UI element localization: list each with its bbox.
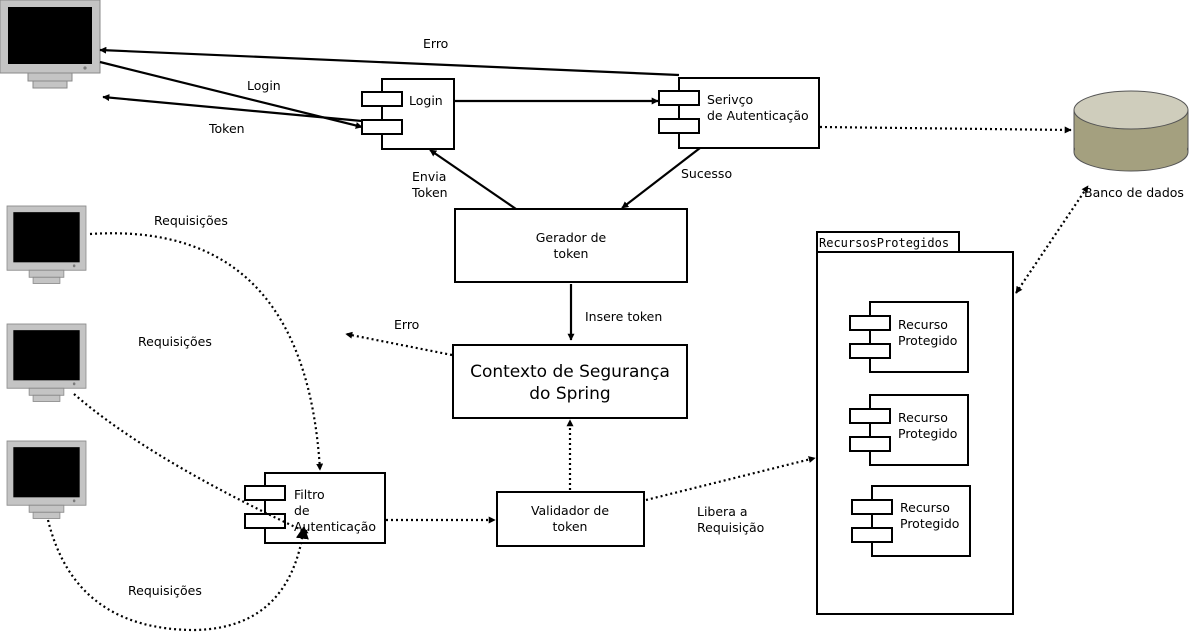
computer-monitor-icon bbox=[0, 0, 101, 89]
client-monitor-1 bbox=[0, 0, 101, 89]
edge-libera-requisicao bbox=[645, 456, 816, 502]
uml-component-icon bbox=[849, 315, 891, 359]
erro-top-label: Erro bbox=[423, 36, 448, 51]
token-validator-box: Validador de token bbox=[496, 491, 645, 547]
protected-resource-2: Recurso Protegido bbox=[849, 394, 969, 466]
client-monitor-4 bbox=[6, 440, 87, 519]
resource-3-label-line2: Protegido bbox=[900, 516, 959, 531]
database-cylinder-icon bbox=[1073, 90, 1189, 172]
edge-package-database bbox=[1015, 185, 1089, 294]
protected-resources-package: RecursosProtegidos Recurso Protegido Rec… bbox=[816, 231, 1014, 615]
requisicoes-label-3: Requisições bbox=[128, 583, 202, 598]
resource-2-label-line2: Protegido bbox=[898, 426, 957, 441]
auth-filter-label-line2: de bbox=[294, 503, 310, 518]
token-validator-label-line1: Validador de bbox=[531, 503, 609, 518]
auth-filter-label-line1: Filtro bbox=[294, 487, 325, 502]
resource-2-label-line1: Recurso bbox=[898, 410, 948, 425]
resource-3-label-line1: Recurso bbox=[900, 500, 950, 515]
token-generator-label-line1: Gerador de bbox=[536, 230, 607, 245]
requisicoes-label-1: Requisições bbox=[154, 213, 228, 228]
token-generator-label-line2: token bbox=[554, 246, 589, 261]
edge-requisicoes-1 bbox=[89, 232, 324, 471]
token-generator-box: Gerador de token bbox=[454, 208, 688, 283]
sucesso-label: Sucesso bbox=[681, 166, 732, 181]
edge-token-response bbox=[102, 94, 363, 123]
computer-monitor-icon bbox=[6, 323, 87, 402]
spring-context-label-line2: do Spring bbox=[529, 384, 610, 404]
uml-component-icon bbox=[658, 90, 700, 134]
edge-auth-service-to-database bbox=[819, 125, 1072, 134]
libera-label-line1: Libera a bbox=[697, 504, 748, 519]
edge-sucesso bbox=[621, 147, 701, 209]
auth-filter-label-line3: Autenticação bbox=[294, 519, 376, 534]
edges-solid bbox=[99, 46, 701, 341]
token-edge-label: Token bbox=[208, 121, 245, 136]
computer-monitor-icon bbox=[6, 205, 87, 284]
package-title: RecursosProtegidos bbox=[819, 236, 949, 250]
edge-envia-token bbox=[429, 149, 517, 210]
edge-requisicoes-2 bbox=[73, 393, 309, 534]
auth-service-label-line2: de Autenticação bbox=[707, 108, 809, 123]
database-label: Banco de dados bbox=[1084, 185, 1184, 200]
uml-component-icon bbox=[851, 499, 893, 543]
client-monitor-3 bbox=[6, 323, 87, 402]
edge-requisicoes-3 bbox=[46, 519, 309, 632]
resource-1-label-line1: Recurso bbox=[898, 317, 948, 332]
protected-resource-1: Recurso Protegido bbox=[849, 301, 969, 373]
edge-erro-to-client bbox=[99, 46, 680, 77]
uml-component-icon bbox=[849, 408, 891, 452]
edges-dotted bbox=[46, 125, 1089, 632]
client-monitor-2 bbox=[6, 205, 87, 284]
erro-mid-label: Erro bbox=[394, 317, 419, 332]
libera-label-line2: Requisição bbox=[697, 520, 764, 535]
spring-context-label-line1: Contexto de Segurança bbox=[470, 362, 670, 382]
edge-erro-context bbox=[345, 331, 453, 357]
login-label: Login bbox=[409, 93, 443, 108]
envia-token-label-line1: Envia bbox=[412, 169, 446, 184]
auth-service-label-line1: Serivço bbox=[707, 92, 753, 107]
insere-token-label: Insere token bbox=[585, 309, 662, 324]
auth-filter-component: Filtro de Autenticação bbox=[244, 472, 386, 544]
spring-security-context-box: Contexto de Segurança do Spring bbox=[452, 344, 688, 419]
edge-labels: Erro Login Token Envia Token Sucesso Req… bbox=[128, 36, 764, 598]
login-edge-label: Login bbox=[247, 78, 281, 93]
computer-monitor-icon bbox=[6, 440, 87, 519]
token-validator-label-line2: token bbox=[553, 519, 588, 534]
login-component: Login bbox=[361, 78, 455, 150]
auth-service-component: Serivço de Autenticação bbox=[658, 77, 820, 149]
requisicoes-label-2: Requisições bbox=[138, 334, 212, 349]
database-node: Banco de dados bbox=[1073, 90, 1189, 200]
resource-1-label-line2: Protegido bbox=[898, 333, 957, 348]
envia-token-label-line2: Token bbox=[411, 185, 448, 200]
uml-component-icon bbox=[361, 91, 403, 135]
protected-resource-3: Recurso Protegido bbox=[851, 485, 971, 557]
